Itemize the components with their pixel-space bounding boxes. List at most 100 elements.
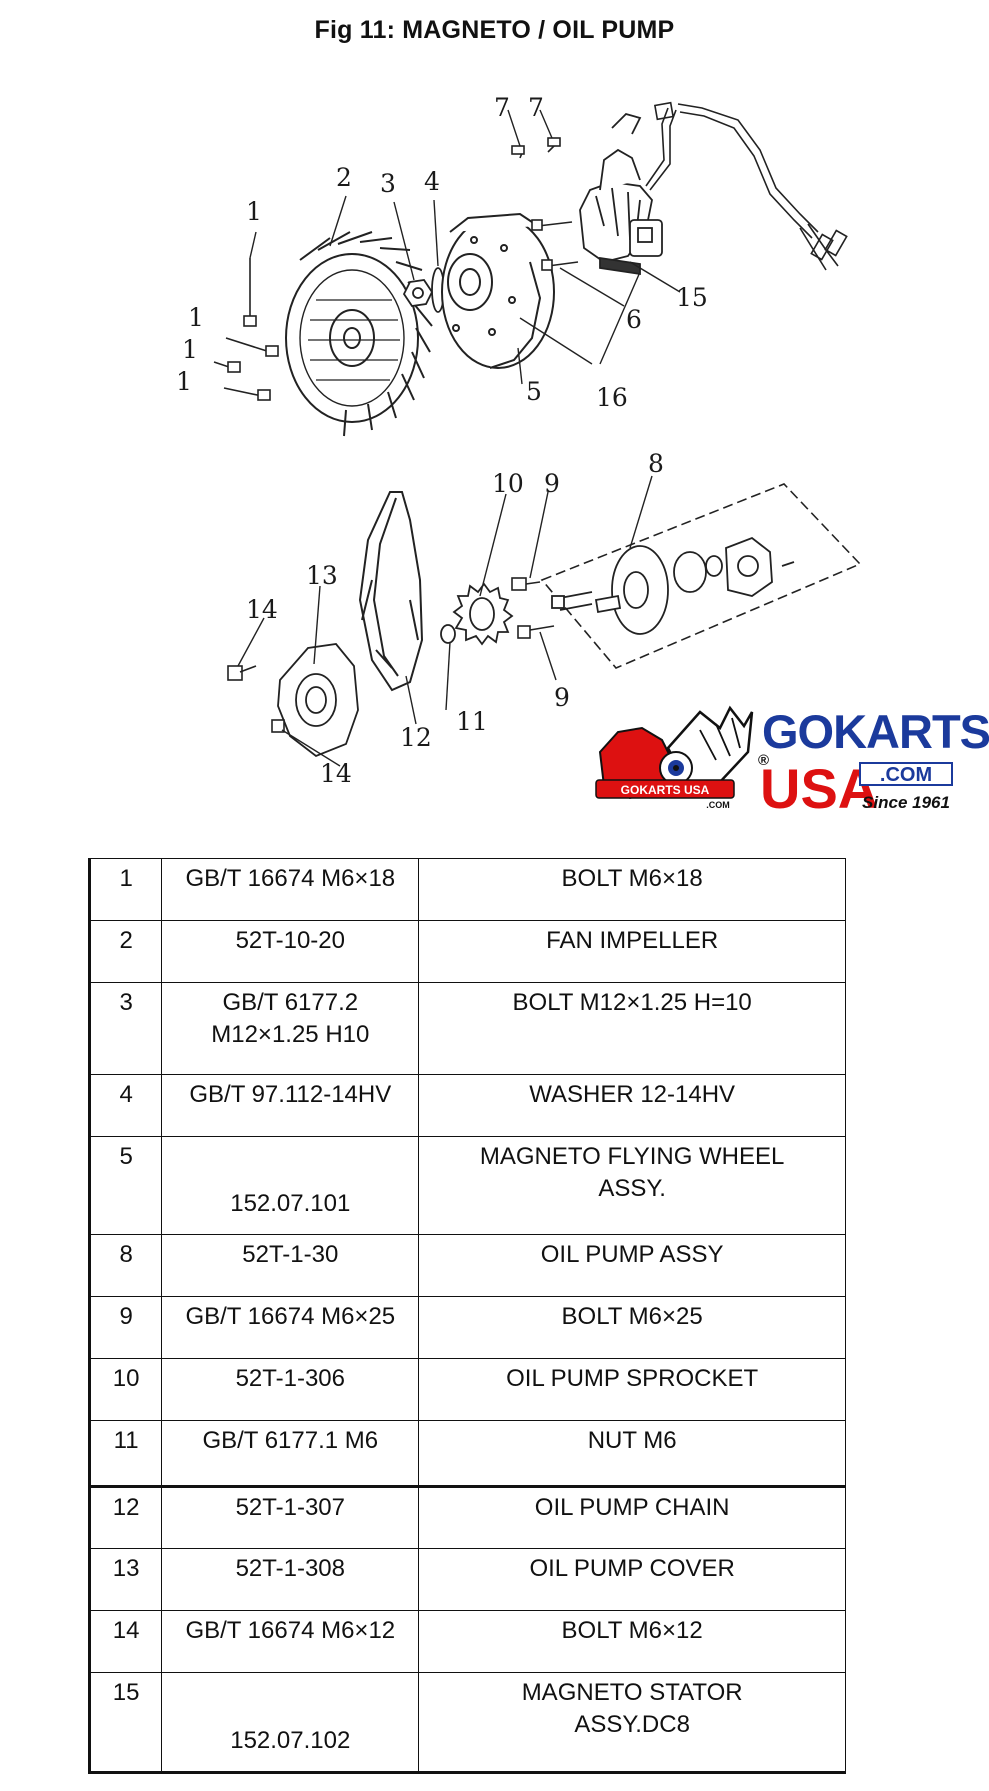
part-description: OIL PUMP CHAIN	[418, 1485, 846, 1549]
part-number: 9	[87, 1296, 163, 1359]
part-number: 3	[87, 982, 163, 1075]
part-code: GB/T 16674 M6×25	[161, 1296, 420, 1359]
part-description: MAGNETO STATOR ASSY.DC8	[418, 1672, 846, 1774]
part-number: 13	[87, 1548, 163, 1611]
part-description: FAN IMPELLER	[418, 920, 846, 983]
part-code: 152.07.101	[161, 1136, 420, 1235]
callout-1: 1	[176, 367, 192, 396]
gokarts-usa-logo: GOKARTS USA .COM ® GOKARTS USA .COM Sinc…	[595, 705, 989, 820]
table-row: 2 52T-10-20 FAN IMPELLER	[87, 920, 846, 983]
logo-domain: .COM	[880, 764, 932, 786]
callout-3: 3	[380, 169, 396, 198]
part-code: 52T-1-30	[161, 1234, 420, 1297]
part-description: BOLT M6×12	[418, 1610, 846, 1673]
magneto-flywheel	[441, 212, 555, 369]
table-row: 1 GB/T 16674 M6×18 BOLT M6×18	[87, 858, 846, 921]
part-number: 4	[87, 1074, 163, 1137]
part-description: WASHER 12-14HV	[418, 1074, 846, 1137]
oil-pump-cover	[277, 643, 359, 758]
part-number: 15	[87, 1672, 163, 1774]
leader-lines-magneto	[249, 109, 681, 385]
table-row: 15 152.07.102 MAGNETO STATOR ASSY.DC8	[87, 1672, 846, 1774]
callout-11: 11	[456, 707, 488, 736]
leader-lines-oilpump	[237, 475, 653, 767]
part-code: GB/T 16674 M6×12	[161, 1610, 420, 1673]
part-number: 11	[87, 1420, 163, 1487]
table-row: 10 52T-1-306 OIL PUMP SPROCKET	[87, 1358, 846, 1421]
bolts-6-7	[511, 137, 579, 271]
callout-8: 8	[648, 449, 664, 478]
table-row: 13 52T-1-308 OIL PUMP COVER	[87, 1548, 846, 1611]
logo-badge-sub: .COM	[706, 800, 730, 810]
logo-brand-line2: USA	[760, 757, 878, 820]
callout-6: 6	[626, 305, 642, 334]
part-description: OIL PUMP SPROCKET	[418, 1358, 846, 1421]
nut-washer	[402, 267, 445, 313]
oil-pump-assy-box	[540, 483, 862, 669]
callout-2: 2	[336, 163, 352, 192]
part-description: OIL PUMP ASSY	[418, 1234, 846, 1297]
registered-mark: ®	[758, 752, 769, 769]
part-code: GB/T 16674 M6×18	[161, 858, 420, 921]
stator-wiring	[645, 101, 848, 271]
table-row: 9 GB/T 16674 M6×25 BOLT M6×25	[87, 1296, 846, 1359]
part-code: GB/T 97.112-14HV	[161, 1074, 420, 1137]
part-description: NUT M6	[418, 1420, 846, 1487]
bolts-1	[213, 258, 279, 401]
exploded-parts-diagram: 1 1 1 1 2 3 4 5 6 7 7 15 16	[176, 93, 989, 820]
table-row: 8 52T-1-30 OIL PUMP ASSY	[87, 1234, 846, 1297]
bolts-9-14	[227, 577, 555, 733]
table-row: 4 GB/T 97.112-14HV WASHER 12-14HV	[87, 1074, 846, 1137]
callout-10: 10	[492, 469, 524, 498]
callout-1: 1	[182, 335, 198, 364]
callout-5: 5	[526, 377, 542, 406]
table-row: 5 152.07.101 MAGNETO FLYING WHEEL ASSY.	[87, 1136, 846, 1235]
table-row: 3 GB/T 6177.2 M12×1.25 H10 BOLT M12×1.25…	[87, 982, 846, 1075]
table-row: 14 GB/T 16674 M6×12 BOLT M6×12	[87, 1610, 846, 1673]
callout-15: 15	[676, 283, 708, 312]
callout-9: 9	[544, 469, 560, 498]
magneto-stator	[579, 112, 663, 276]
callout-16: 16	[596, 383, 628, 412]
part-code-line: GB/T 6177.2	[222, 989, 359, 1016]
logo-since: Since 1961	[862, 793, 950, 812]
part-code: 52T-1-307	[161, 1485, 420, 1549]
callouts-oilpump: 8 10 9 9 11 12 13 14 14	[246, 449, 664, 788]
callout-13: 13	[306, 561, 338, 590]
parts-list-table: 1 GB/T 16674 M6×18 BOLT M6×18 2 52T-10-2…	[87, 858, 846, 1774]
part-description: BOLT M6×18	[418, 858, 846, 921]
part-description-line: ASSY.DC8	[574, 1710, 690, 1738]
callout-9: 9	[554, 683, 570, 712]
part-number: 1	[87, 858, 163, 921]
table-row: 11 GB/T 6177.1 M6 NUT M6	[87, 1420, 846, 1487]
oil-pump-assy	[551, 536, 795, 635]
winged-eyeball-icon: GOKARTS USA .COM	[595, 705, 754, 810]
callout-7: 7	[494, 93, 510, 122]
part-number: 14	[87, 1610, 163, 1673]
callout-14: 14	[246, 595, 278, 624]
part-description: MAGNETO FLYING WHEEL ASSY.	[418, 1136, 846, 1235]
figure-title: Fig 11: MAGNETO / OIL PUMP	[314, 16, 675, 44]
callout-4: 4	[424, 167, 440, 196]
callout-12: 12	[400, 723, 432, 752]
part-code: 52T-10-20	[161, 920, 420, 983]
callouts-magneto: 1 1 1 1 2 3 4 5 6 7 7 15 16	[176, 93, 708, 412]
part-number: 5	[87, 1136, 163, 1235]
oil-pump-chain	[358, 491, 424, 692]
fan-impeller	[285, 231, 433, 437]
part-code: 152.07.102	[161, 1672, 420, 1774]
callout-1: 1	[188, 303, 204, 332]
part-code-line: M12×1.25 H10	[211, 1020, 370, 1048]
part-description: BOLT M12×1.25 H=10	[418, 982, 846, 1075]
oil-pump-sprocket	[440, 582, 514, 646]
part-code: GB/T 6177.1 M6	[161, 1420, 420, 1487]
logo-badge-text: GOKARTS USA	[621, 783, 710, 797]
part-number: 12	[87, 1485, 163, 1549]
part-code: GB/T 6177.2 M12×1.25 H10	[161, 982, 420, 1075]
part-description-line: ASSY.	[598, 1174, 666, 1202]
callout-7: 7	[528, 93, 544, 122]
part-code: 52T-1-308	[161, 1548, 420, 1611]
callout-1: 1	[246, 197, 262, 226]
part-code: 52T-1-306	[161, 1358, 420, 1421]
part-description-line: MAGNETO FLYING WHEEL	[479, 1143, 785, 1170]
